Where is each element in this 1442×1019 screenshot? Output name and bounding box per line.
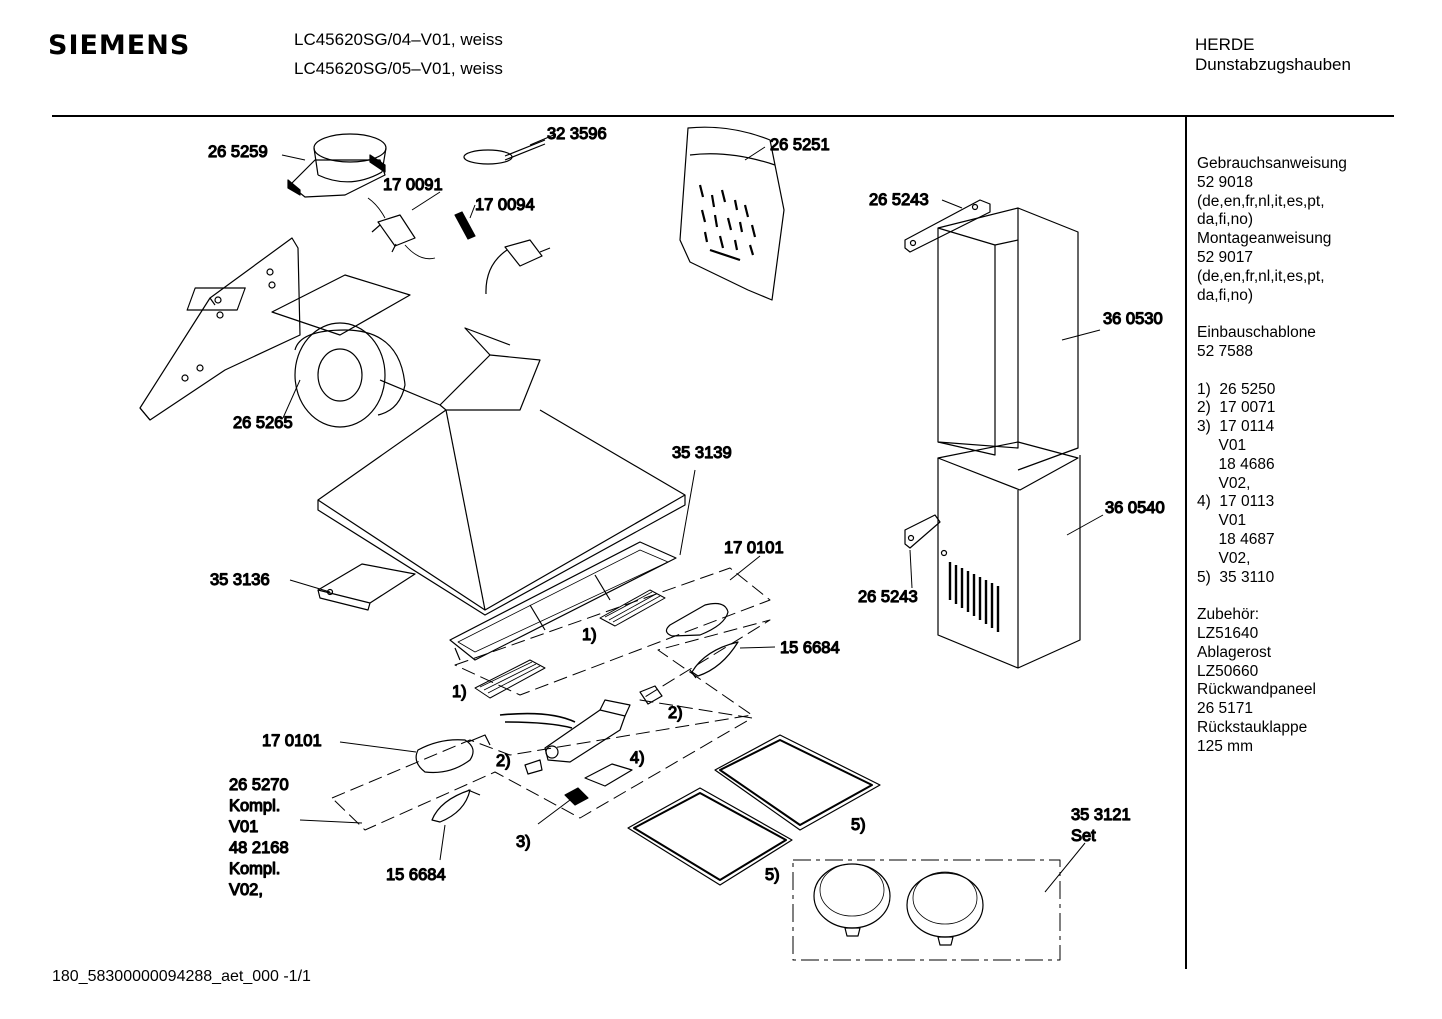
label-35-3136: 35 3136 bbox=[210, 571, 270, 589]
power-cord-drawing bbox=[454, 211, 551, 295]
label-26-5243-bottom: 26 5243 bbox=[858, 588, 918, 606]
ref-5-right: 5) bbox=[851, 816, 866, 834]
side-note-line: V02, bbox=[1197, 549, 1251, 567]
side-note-line: LZ51640 bbox=[1197, 624, 1259, 642]
wall-bracket-drawing bbox=[904, 199, 991, 549]
side-note-line: Einbauschablone bbox=[1197, 324, 1316, 342]
side-note-line: 52 9017 bbox=[1197, 248, 1254, 266]
side-note-line: (de,en,fr,nl,it,es,pt, bbox=[1197, 267, 1325, 285]
label-26-5259: 26 5259 bbox=[208, 143, 268, 161]
label-15-6684-top: 15 6684 bbox=[780, 639, 840, 657]
filter-frame-drawing bbox=[449, 541, 677, 661]
label-17-0091: 17 0091 bbox=[383, 176, 443, 194]
side-divider bbox=[1185, 117, 1187, 969]
grease-filter-drawing bbox=[474, 589, 666, 699]
ref-2-left: 2) bbox=[496, 752, 511, 770]
side-note-line: (de,en,fr,nl,it,es,pt, bbox=[1197, 192, 1325, 210]
round-filter-drawing bbox=[813, 863, 984, 946]
model-line-2: LC45620SG/05–V01, weiss bbox=[294, 59, 503, 78]
side-note-line: 125 mm bbox=[1197, 737, 1253, 755]
side-note-line: Rückwandpaneel bbox=[1197, 681, 1316, 699]
side-note-line: Zubehör: bbox=[1197, 606, 1260, 624]
charcoal-filter-drawing bbox=[627, 734, 881, 886]
label-26-5243-top: 26 5243 bbox=[869, 191, 929, 209]
side-note-line: 2) 17 0071 bbox=[1197, 399, 1276, 417]
blower-drawing bbox=[186, 274, 411, 428]
leader-lines bbox=[281, 133, 1104, 893]
cable-tie-drawing bbox=[463, 139, 546, 165]
label-26-5270-line: V01 bbox=[229, 818, 258, 836]
side-note-line: 3) 17 0114 bbox=[1197, 418, 1275, 436]
side-note-line: V01 bbox=[1197, 512, 1247, 530]
label-36-0540: 36 0540 bbox=[1105, 499, 1165, 517]
side-note-line: LZ50660 bbox=[1197, 662, 1259, 680]
label-26-5270-line: 48 2168 bbox=[229, 839, 289, 857]
ref-5-left: 5) bbox=[765, 866, 780, 884]
label-26-5270-block: 26 5270 Kompl. V01 48 2168 Kompl. V02, bbox=[228, 775, 289, 899]
header-divider bbox=[52, 115, 1394, 117]
side-note-line: da,fi,no) bbox=[1197, 211, 1254, 229]
lamp-holder-drawing bbox=[499, 685, 663, 806]
brand-logo: SIEMENS bbox=[48, 30, 191, 61]
label-35-3139: 35 3139 bbox=[672, 444, 732, 462]
label-35-3121: 35 3121 bbox=[1071, 806, 1131, 824]
screw-bag-drawing bbox=[679, 126, 785, 301]
side-note-line: da,fi,no) bbox=[1197, 286, 1254, 304]
label-32-3596: 32 3596 bbox=[547, 125, 607, 143]
category-line-1: HERDE bbox=[1195, 35, 1255, 54]
filter-set-outline bbox=[792, 859, 1061, 961]
label-26-5251: 26 5251 bbox=[770, 136, 830, 154]
side-note-line: 18 4687 bbox=[1197, 530, 1275, 548]
side-note-line: 1) 26 5250 bbox=[1197, 380, 1276, 398]
side-note-line: V01 bbox=[1197, 436, 1247, 454]
side-note-line: 26 5171 bbox=[1197, 700, 1254, 718]
label-26-5270-line: V02, bbox=[229, 881, 263, 899]
label-26-5265: 26 5265 bbox=[233, 414, 293, 432]
switch-drawing bbox=[367, 197, 436, 260]
side-note-line: Gebrauchsanweisung bbox=[1197, 155, 1347, 172]
kit-group-outline bbox=[331, 567, 771, 831]
label-17-0094: 17 0094 bbox=[475, 196, 535, 214]
label-15-6684-bottom: 15 6684 bbox=[386, 866, 446, 884]
label-26-5270-line: 26 5270 bbox=[229, 776, 289, 794]
side-note-line: 18 4686 bbox=[1197, 455, 1275, 473]
side-note-line: Rückstauklappe bbox=[1197, 718, 1308, 736]
ref-4: 4) bbox=[630, 749, 645, 767]
hood-body-drawing bbox=[317, 327, 686, 616]
side-note-line: Montageanweisung bbox=[1197, 230, 1332, 248]
side-note-line: V02, bbox=[1197, 474, 1251, 492]
ref-3: 3) bbox=[516, 833, 531, 851]
label-36-0530: 36 0530 bbox=[1103, 310, 1163, 328]
side-note-line: 52 7588 bbox=[1197, 342, 1254, 360]
rear-bracket-drawing bbox=[317, 563, 416, 611]
side-note-line: 5) 35 3110 bbox=[1197, 568, 1275, 586]
label-set: Set bbox=[1071, 827, 1096, 845]
upper-chimney-drawing bbox=[937, 207, 1079, 471]
ref-2-right: 2) bbox=[668, 704, 683, 722]
ref-1-bottom: 1) bbox=[452, 683, 467, 701]
side-note-line: Ablagerost bbox=[1197, 643, 1272, 661]
label-17-0101-top: 17 0101 bbox=[724, 539, 784, 557]
duct-connector-drawing bbox=[287, 133, 387, 198]
lamp-cover-drawing bbox=[415, 602, 729, 774]
label-26-5270-line: Kompl. bbox=[229, 797, 280, 815]
lower-chimney-drawing bbox=[937, 441, 1081, 669]
side-note-line: 4) 17 0113 bbox=[1197, 493, 1275, 511]
category-line-2: Dunstabzugshauben bbox=[1195, 55, 1351, 74]
label-17-0101-bottom: 17 0101 bbox=[262, 732, 322, 750]
label-26-5270-line: Kompl. bbox=[229, 860, 280, 878]
document-id: 180_58300000094288_aet_000 -1/1 bbox=[52, 968, 311, 985]
side-note-line: 52 9018 bbox=[1197, 173, 1254, 191]
ref-1-top: 1) bbox=[582, 626, 597, 644]
model-line-1: LC45620SG/04–V01, weiss bbox=[294, 30, 503, 49]
mounting-bracket-drawing bbox=[139, 237, 301, 421]
